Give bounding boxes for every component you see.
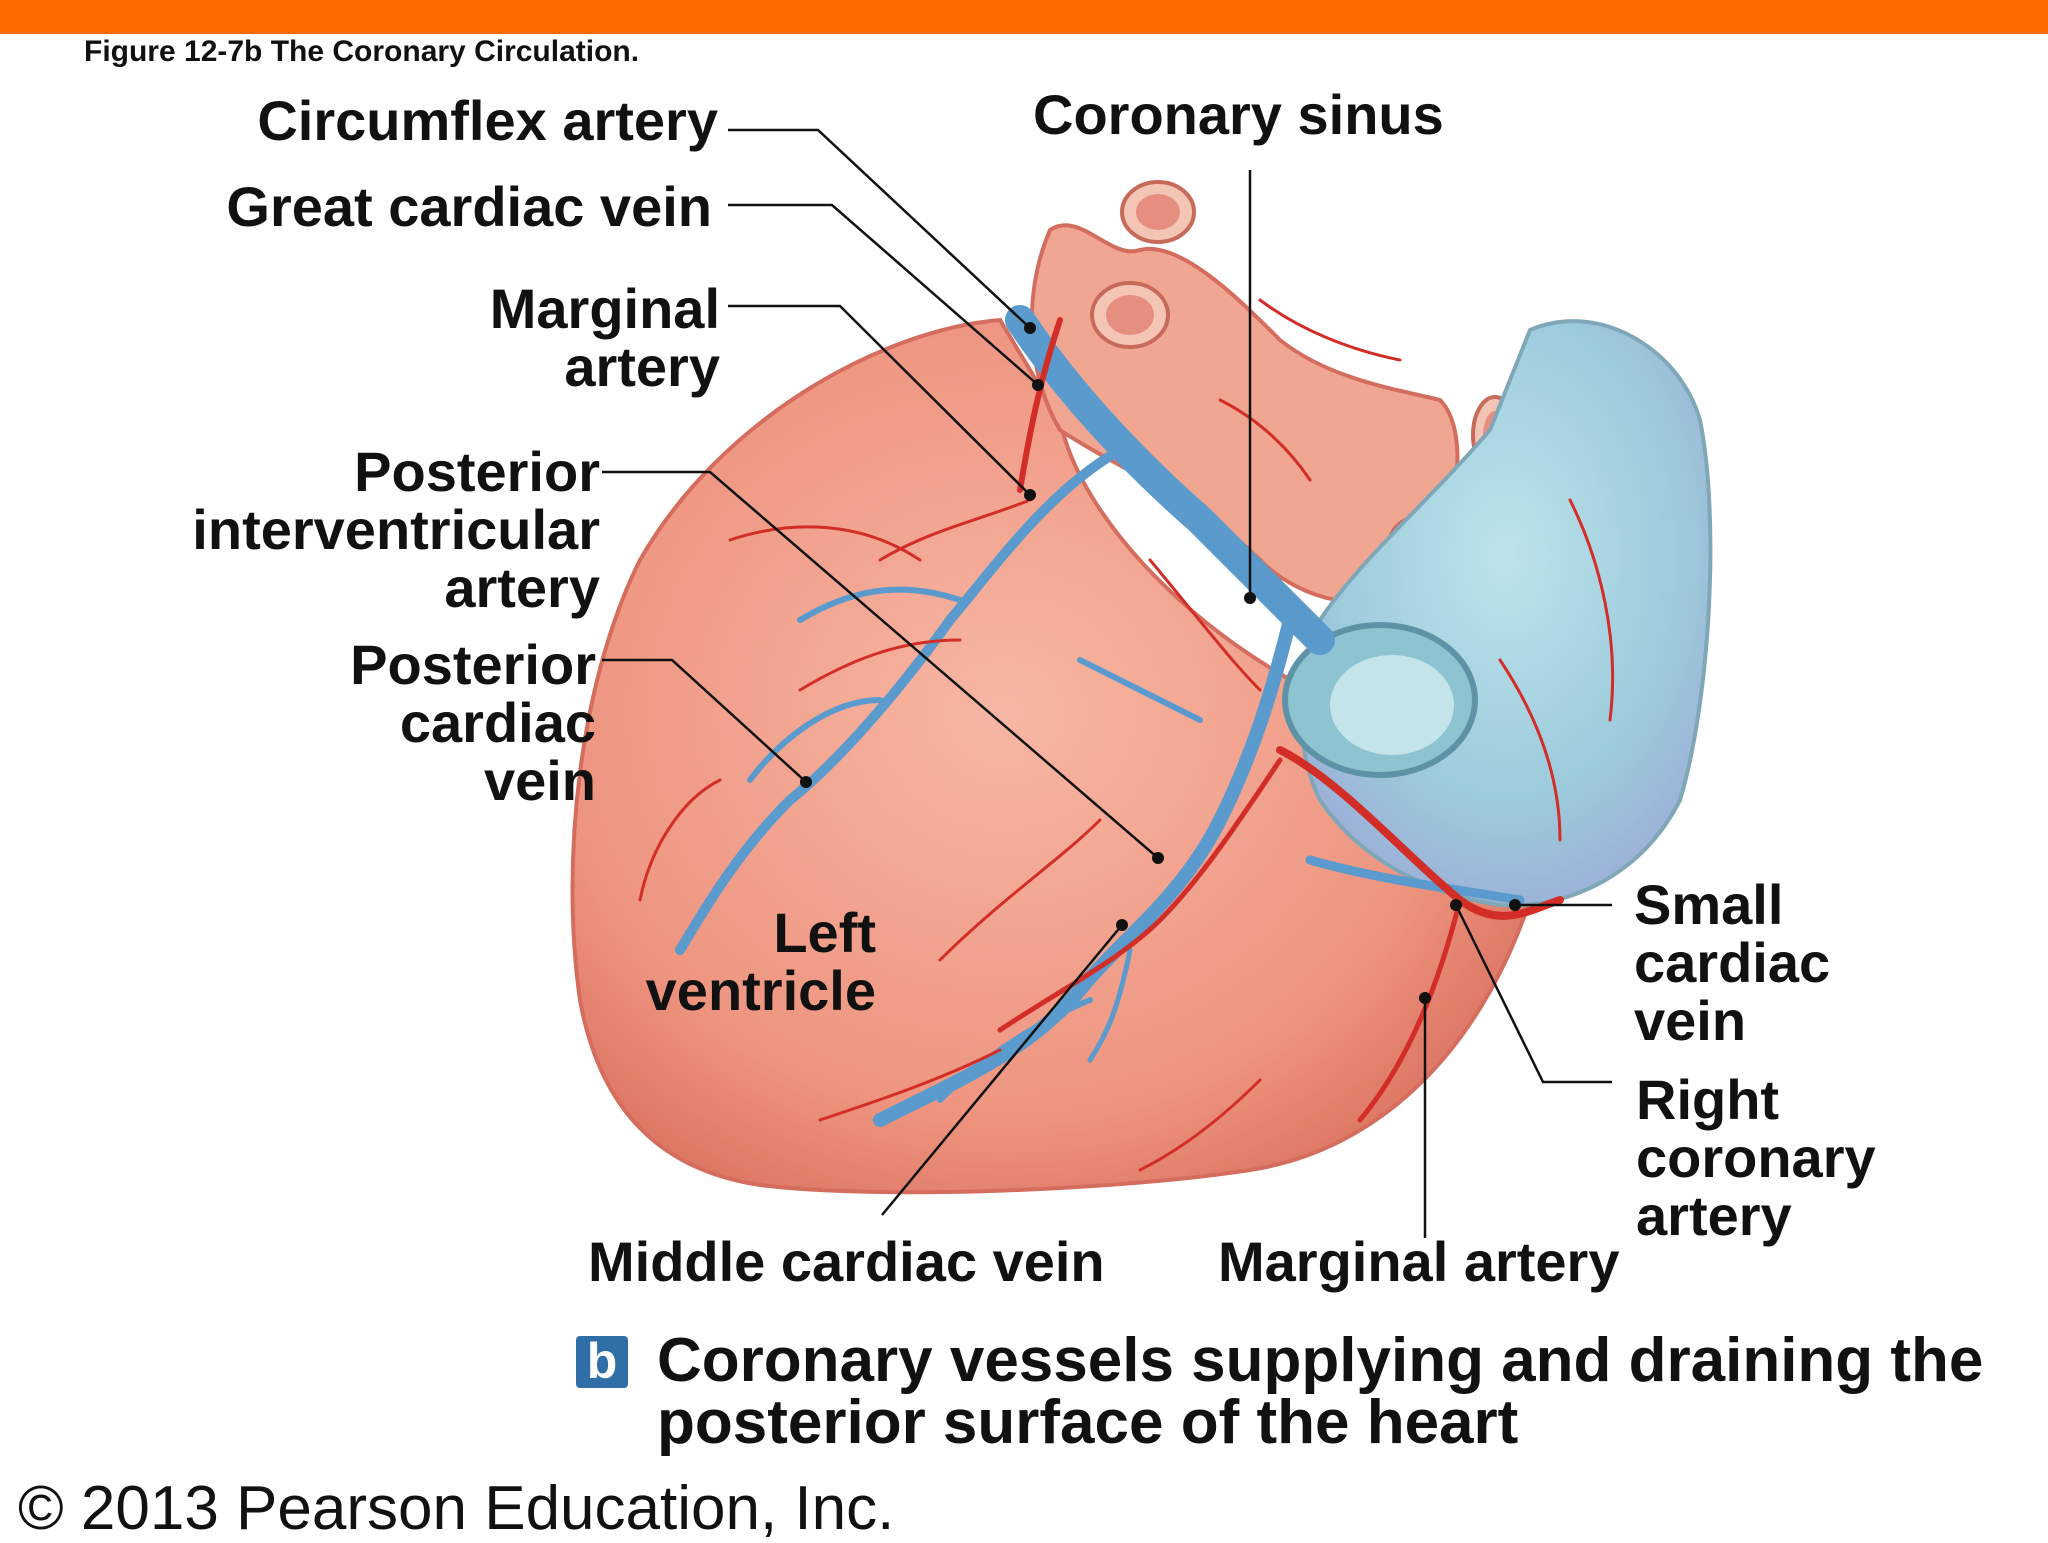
- coronary-arteries: [638, 298, 1615, 1172]
- label-circumflex-artery: Circumflex artery: [257, 89, 718, 152]
- figure-title: Figure 12-7b The Coronary Circulation.: [84, 35, 640, 68]
- figure-part-badge: b: [576, 1336, 628, 1388]
- label-posterior-interventricular-artery: Posterior interventricular artery: [192, 440, 600, 619]
- label-middle-cardiac-vein: Middle cardiac vein: [588, 1230, 1105, 1293]
- leader-dots: [800, 322, 1521, 1004]
- top-accent-bar: [0, 0, 2048, 34]
- label-great-cardiac-vein: Great cardiac vein: [226, 175, 712, 238]
- label-coronary-sinus: Coronary sinus: [1033, 83, 1444, 146]
- label-right-coronary-artery: Right coronary artery: [1636, 1068, 1876, 1247]
- label-posterior-cardiac-vein: Posterior cardiac vein: [350, 633, 596, 812]
- label-small-cardiac-vein: Small cardiac vein: [1634, 873, 1831, 1052]
- copyright-notice: © 2013 Pearson Education, Inc.: [18, 1474, 895, 1543]
- leader-lines: [602, 128, 1612, 1238]
- label-marginal-artery-bottom: Marginal artery: [1218, 1230, 1620, 1293]
- figure-caption: Coronary vessels supplying and draining …: [657, 1326, 1984, 1457]
- label-left-ventricle: Left ventricle: [645, 901, 876, 1022]
- cardiac-veins: [675, 305, 1525, 1127]
- label-marginal-artery-left: Marginal artery: [489, 277, 720, 398]
